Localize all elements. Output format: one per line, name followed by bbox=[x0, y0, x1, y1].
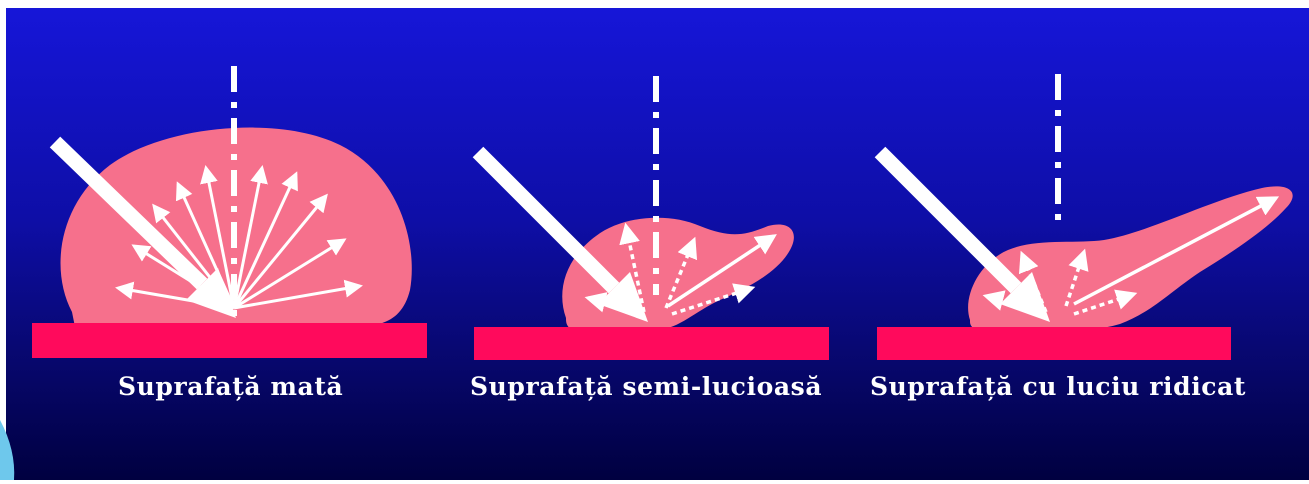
caption-matte: Suprafață mată bbox=[118, 372, 343, 401]
caption-high-gloss: Suprafață cu luciu ridicat bbox=[870, 372, 1246, 401]
surface-bar bbox=[877, 327, 1231, 360]
surface-bar bbox=[474, 327, 829, 360]
caption-semi-gloss: Suprafață semi-lucioasă bbox=[470, 372, 822, 401]
surface-bar bbox=[32, 323, 427, 358]
